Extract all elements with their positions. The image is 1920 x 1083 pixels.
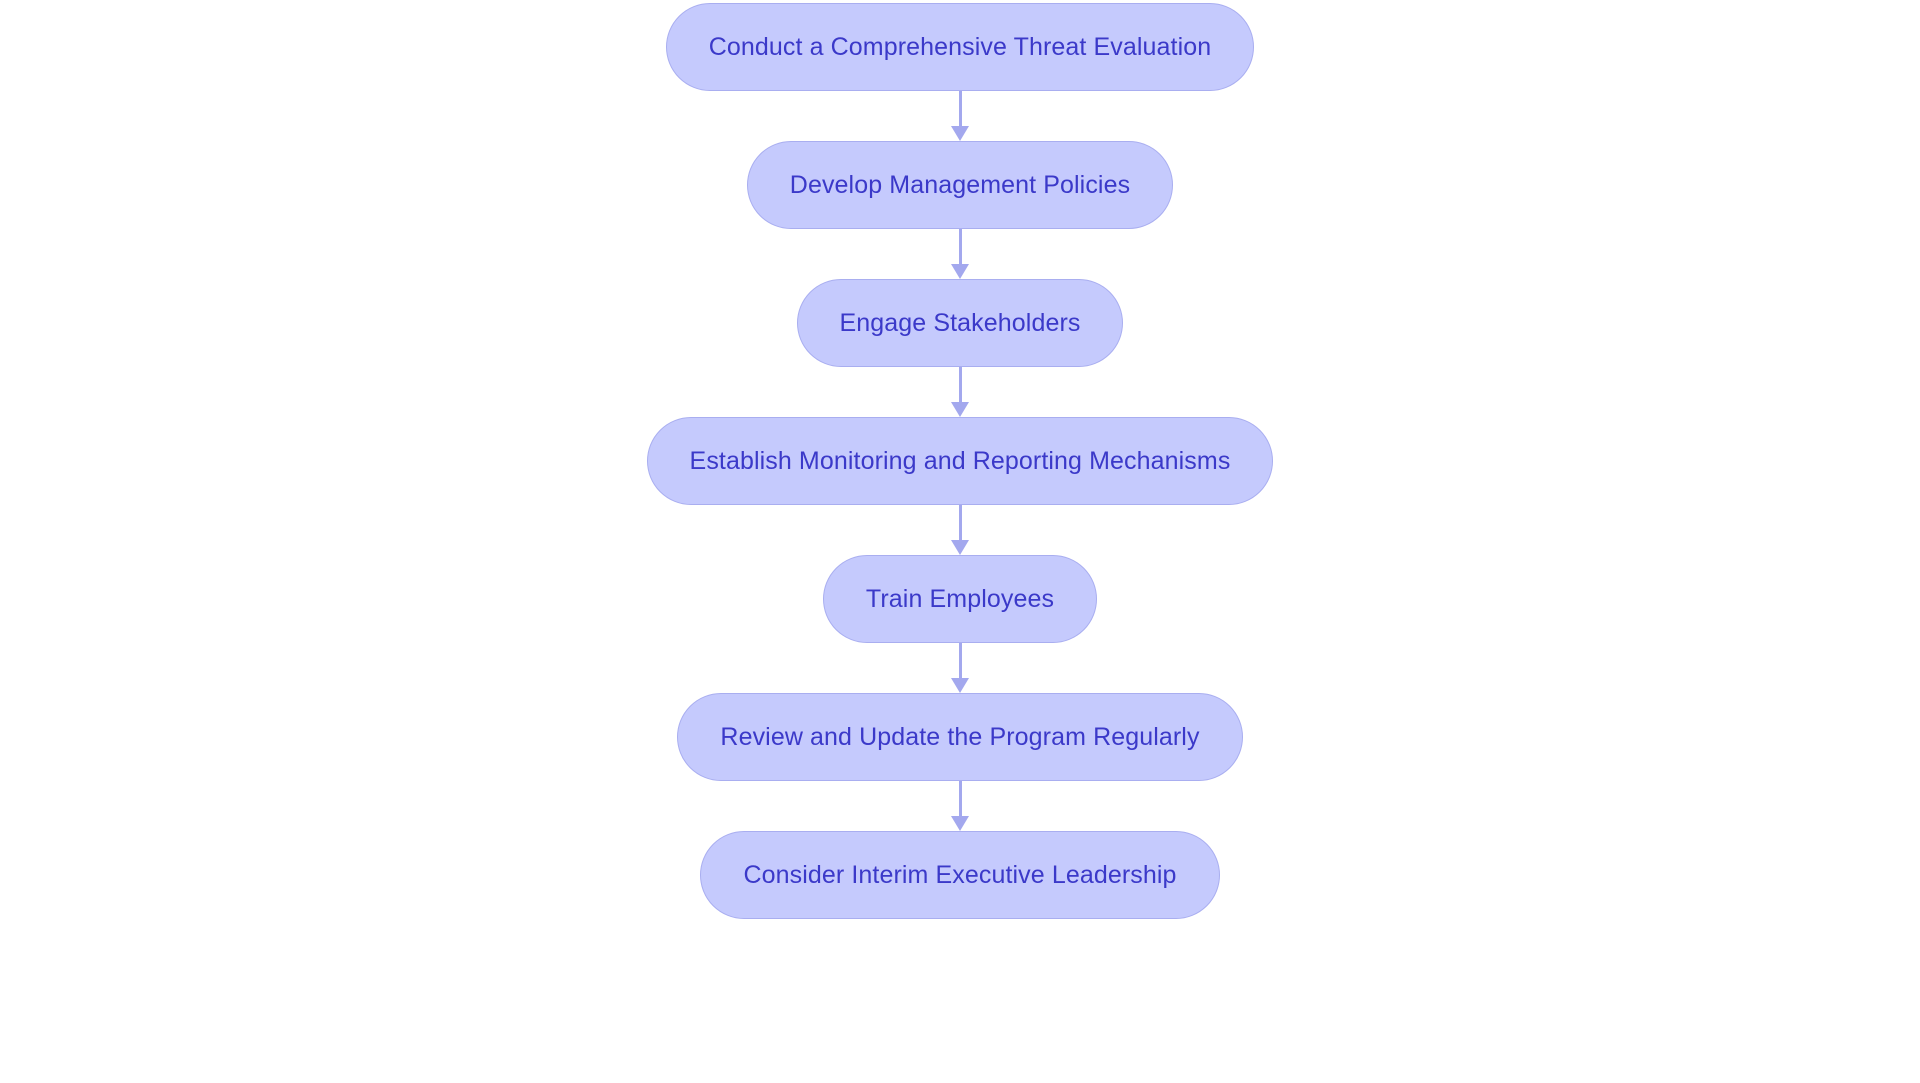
flow-node-step-5[interactable]: Train Employees xyxy=(822,555,1098,643)
connector-line xyxy=(958,367,962,403)
down-arrow-icon xyxy=(951,678,969,693)
down-arrow-icon xyxy=(951,402,969,417)
down-arrow-icon xyxy=(951,816,969,831)
flow-node-label: Establish Monitoring and Reporting Mecha… xyxy=(689,446,1231,475)
down-arrow-icon xyxy=(951,264,969,279)
flow-node-label: Review and Update the Program Regularly xyxy=(720,722,1200,751)
flow-node-step-6[interactable]: Review and Update the Program Regularly xyxy=(677,693,1243,781)
flow-connector-4-to-5 xyxy=(951,505,969,555)
flow-node-label: Develop Management Policies xyxy=(789,170,1131,199)
flow-node-step-4[interactable]: Establish Monitoring and Reporting Mecha… xyxy=(646,417,1274,505)
connector-line xyxy=(958,505,962,541)
flow-node-step-2[interactable]: Develop Management Policies xyxy=(746,141,1174,229)
connector-line xyxy=(958,91,962,127)
flow-connector-3-to-4 xyxy=(951,367,969,417)
flow-node-label: Consider Interim Executive Leadership xyxy=(743,860,1177,889)
flow-node-step-1[interactable]: Conduct a Comprehensive Threat Evaluatio… xyxy=(665,3,1255,91)
flow-node-step-7[interactable]: Consider Interim Executive Leadership xyxy=(700,831,1220,919)
flow-node-step-3[interactable]: Engage Stakeholders xyxy=(796,279,1124,367)
flow-connector-1-to-2 xyxy=(951,91,969,141)
flow-connector-5-to-6 xyxy=(951,643,969,693)
flow-node-label: Train Employees xyxy=(865,584,1055,613)
down-arrow-icon xyxy=(951,540,969,555)
connector-line xyxy=(958,643,962,679)
flow-connector-2-to-3 xyxy=(951,229,969,279)
connector-line xyxy=(958,781,962,817)
connector-line xyxy=(958,229,962,265)
flow-node-label: Conduct a Comprehensive Threat Evaluatio… xyxy=(708,32,1212,61)
flow-node-label: Engage Stakeholders xyxy=(839,308,1081,337)
down-arrow-icon xyxy=(951,126,969,141)
flow-connector-6-to-7 xyxy=(951,781,969,831)
